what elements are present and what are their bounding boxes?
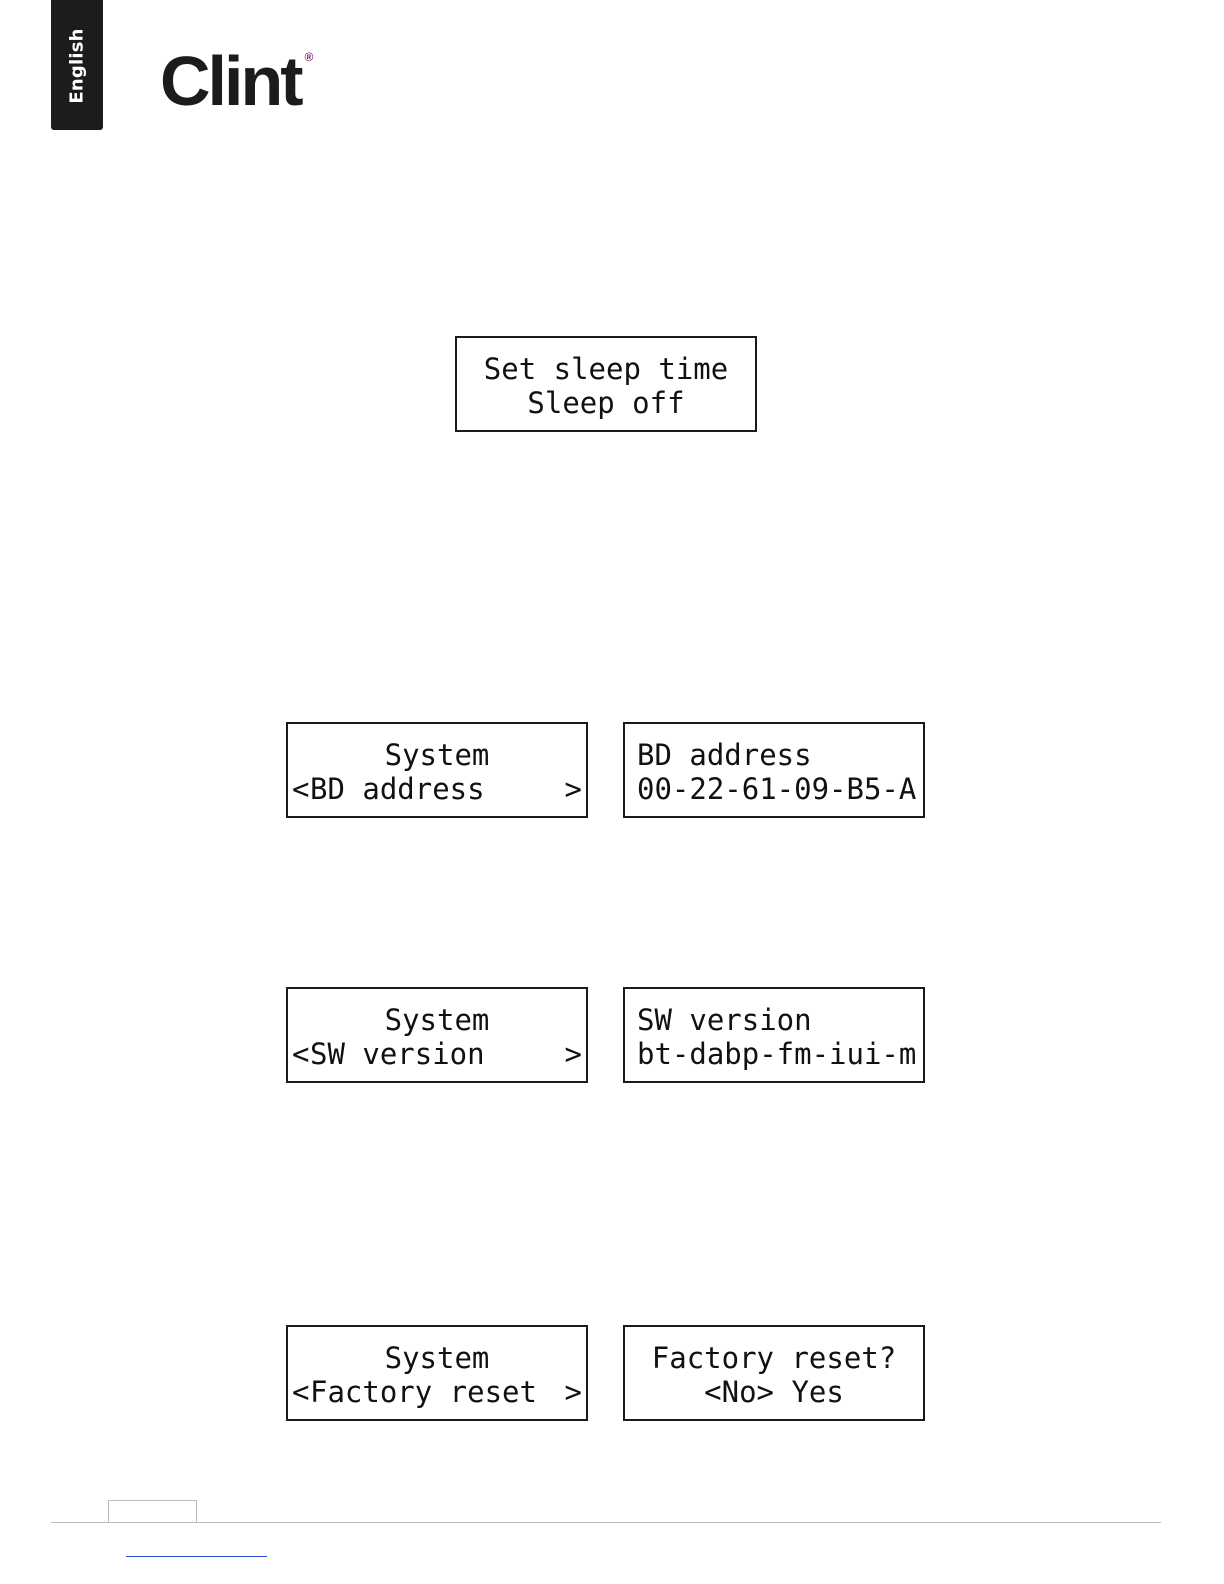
lcd-line-1: BD address xyxy=(625,738,923,772)
lcd-menu-item: Factory reset xyxy=(310,1375,558,1409)
brand-logo-text: Clint xyxy=(160,42,301,120)
lcd-line-1: SW version xyxy=(625,1003,923,1037)
lcd-system-bd-address: System < BD address > xyxy=(286,722,588,818)
lcd-bd-address-value: BD address 00-22-61-09-B5-A xyxy=(623,722,925,818)
lcd-line-2: bt-dabp-fm-iui-m xyxy=(625,1037,923,1071)
page-number-tab xyxy=(108,1500,197,1522)
lcd-factory-reset-confirm: Factory reset? <No> Yes xyxy=(623,1325,925,1421)
nav-right-arrow: > xyxy=(565,772,582,806)
footer-link-underline xyxy=(126,1556,267,1557)
nav-left-arrow: < xyxy=(292,1375,309,1409)
lcd-line-2: 00-22-61-09-B5-A xyxy=(625,772,923,806)
nav-left-arrow: < xyxy=(292,1037,309,1071)
language-tab: English xyxy=(51,0,103,130)
registered-mark: ® xyxy=(305,50,314,64)
lcd-line-1: System xyxy=(288,738,586,772)
lcd-line-1: System xyxy=(288,1341,586,1375)
lcd-line-1: Set sleep time xyxy=(457,352,755,386)
lcd-line-1: Factory reset? xyxy=(625,1341,923,1375)
lcd-line-2: <No> Yes xyxy=(625,1375,923,1409)
lcd-system-sw-version: System < SW version > xyxy=(286,987,588,1083)
language-tab-label: English xyxy=(67,28,88,103)
footer-divider xyxy=(51,1522,1161,1523)
lcd-line-2: Sleep off xyxy=(457,386,755,420)
lcd-menu-item: BD address xyxy=(310,772,558,806)
lcd-line-1: System xyxy=(288,1003,586,1037)
nav-left-arrow: < xyxy=(292,772,309,806)
nav-right-arrow: > xyxy=(565,1037,582,1071)
nav-right-arrow: > xyxy=(565,1375,582,1409)
lcd-sw-version-value: SW version bt-dabp-fm-iui-m xyxy=(623,987,925,1083)
lcd-sleep-time: Set sleep time Sleep off xyxy=(455,336,757,432)
lcd-system-factory-reset: System < Factory reset > xyxy=(286,1325,588,1421)
lcd-menu-item: SW version xyxy=(310,1037,558,1071)
brand-logo: Clint® xyxy=(160,46,309,116)
